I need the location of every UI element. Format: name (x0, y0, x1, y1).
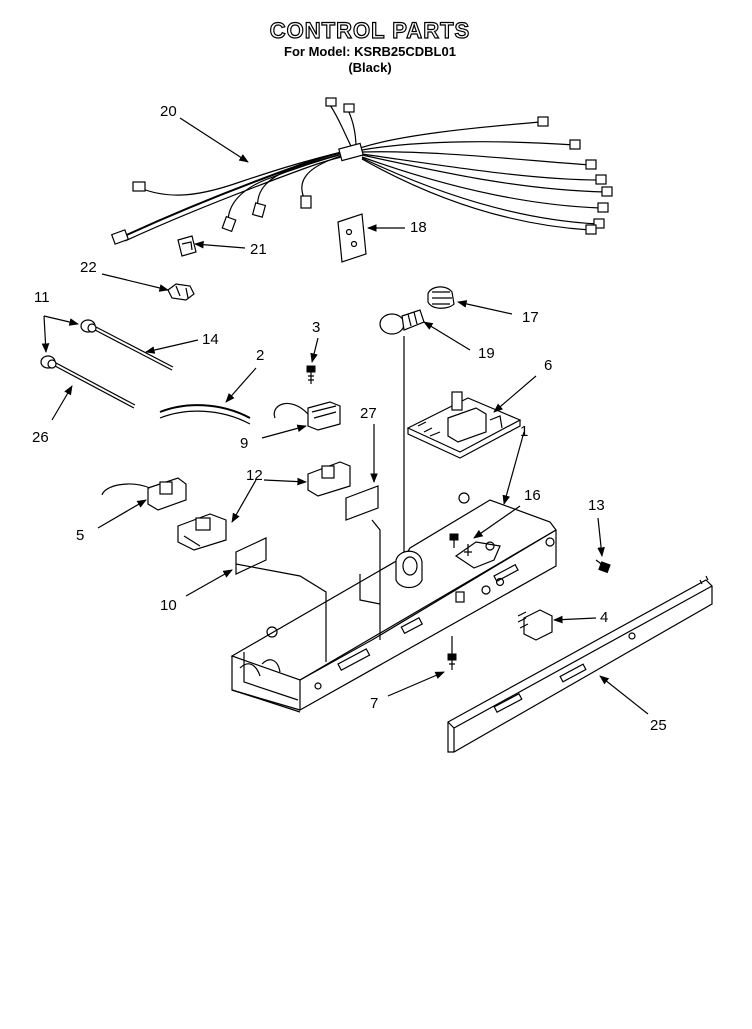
callout-17: 17 (522, 309, 539, 326)
callout-1: 1 (520, 423, 528, 440)
part-22-bracket (167, 283, 195, 301)
part-6-control-board (406, 391, 522, 459)
part-14-rod (80, 319, 174, 371)
part-1-control-housing (230, 336, 557, 713)
callout-9: 9 (240, 435, 248, 452)
callout-18: 18 (410, 219, 427, 236)
callout-13: 13 (588, 497, 605, 514)
callout-2: 2 (256, 347, 264, 364)
callout-11: 11 (34, 289, 50, 306)
part-7-screw (447, 636, 457, 670)
callout-26: 26 (32, 429, 49, 446)
part-25-cover (447, 575, 713, 753)
callout-21: 21 (250, 241, 267, 258)
callout-numbers: 20 21 18 22 17 11 14 3 2 19 6 26 27 9 1 … (32, 103, 667, 734)
callout-5: 5 (76, 527, 84, 544)
callout-14: 14 (202, 331, 219, 348)
part-5-switch (101, 477, 187, 511)
part-2-tube (159, 404, 251, 419)
wire-harness (110, 97, 613, 245)
callout-27: 27 (360, 405, 377, 422)
part-13-screw (595, 559, 611, 574)
model-number: For Model: KSRB25CDBL01 (284, 44, 456, 59)
callout-19: 19 (478, 345, 495, 362)
part-26-rod (40, 355, 136, 409)
part-18-plate (337, 213, 367, 263)
callout-10: 10 (160, 597, 177, 614)
diagram-title: CONTROL PARTS (269, 17, 471, 43)
callout-4: 4 (600, 609, 608, 626)
part-9-switch (273, 401, 341, 431)
part-12-switch-lower (177, 513, 227, 551)
callout-7: 7 (370, 695, 378, 712)
color-variant: (Black) (348, 60, 392, 75)
part-16-bracket (449, 533, 501, 569)
part-27-label (345, 485, 379, 521)
callout-16: 16 (524, 487, 541, 504)
part-12-switch-upper (307, 461, 351, 497)
callout-25: 25 (650, 717, 667, 734)
leader-lines (41, 117, 649, 715)
part-21-clip (177, 235, 197, 257)
part-3-screw (306, 365, 316, 384)
callout-12: 12 (246, 467, 263, 484)
callout-3: 3 (312, 319, 320, 336)
callout-20: 20 (160, 103, 177, 120)
callout-6: 6 (544, 357, 552, 374)
callout-22: 22 (80, 259, 97, 276)
part-4-socket (517, 609, 553, 641)
part-17-socket (427, 286, 455, 309)
part-19-bulb (379, 309, 425, 335)
